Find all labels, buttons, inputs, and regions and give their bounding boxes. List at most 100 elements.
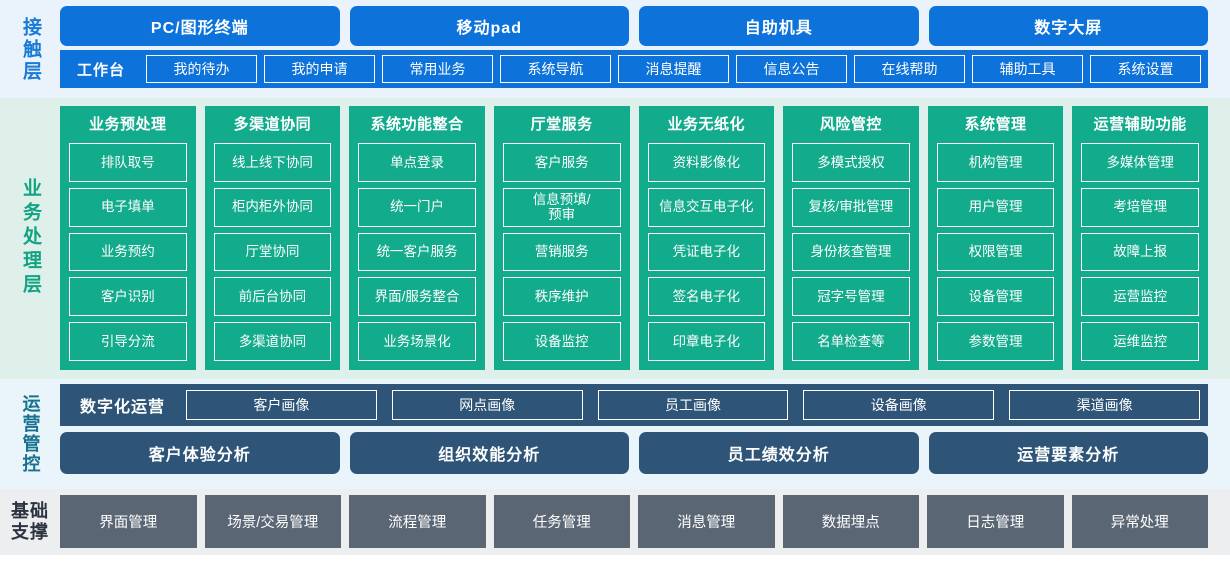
business-item[interactable]: 线上线下协同 [213,143,332,182]
channel-box-self-service[interactable]: 自助机具 [639,6,919,46]
foundation-item-log-management[interactable]: 日志管理 [927,495,1064,548]
business-item[interactable]: 名单检查等 [792,322,910,361]
business-item[interactable]: 权限管理 [936,232,1055,272]
business-item[interactable]: 统一门户 [358,187,476,227]
business-item[interactable]: 机构管理 [936,143,1055,182]
analysis-organizational-efficiency[interactable]: 组织效能分析 [349,432,629,474]
business-item[interactable]: 运营监控 [1081,277,1199,317]
channel-box-mobile-pad[interactable]: 移动pad [349,6,629,46]
business-item[interactable]: 资料影像化 [647,143,766,182]
business-item[interactable]: 统一客户服务 [358,232,476,272]
analysis-employee-performance[interactable]: 员工绩效分析 [639,432,919,474]
business-item[interactable]: 业务预约 [69,232,187,272]
foundation-item-task-management[interactable]: 任务管理 [493,495,630,548]
business-item[interactable]: 运维监控 [1081,322,1199,361]
portrait-branch[interactable]: 网点画像 [391,390,583,420]
foundation-item-process-management[interactable]: 流程管理 [349,495,486,548]
business-item[interactable]: 考培管理 [1081,187,1199,227]
workbench-item-auxiliary-tools[interactable]: 辅助工具 [972,55,1084,83]
business-item[interactable]: 界面/服务整合 [358,277,476,317]
business-layer-band: 业务处理层 业务预处理 排队取号 电子填单 业务预约 客户识别 引导分流 多渠道… [0,98,1230,379]
business-item[interactable]: 秩序维护 [502,277,621,317]
business-column-title: 运营辅助功能 [1093,116,1187,133]
business-layer-label-cell: 业务处理层 [0,106,60,370]
business-item[interactable]: 参数管理 [936,322,1055,361]
portrait-employee[interactable]: 员工画像 [597,390,789,420]
business-item[interactable]: 信息预填/ 预审 [502,187,621,227]
business-item[interactable]: 信息交互电子化 [647,187,766,227]
business-item[interactable]: 复核/审批管理 [792,187,910,227]
channel-box-pc[interactable]: PC/图形终端 [60,6,340,46]
business-column-title: 厅堂服务 [530,116,593,133]
contact-layer-label: 接触层 [19,16,41,83]
business-column-title: 系统功能整合 [370,116,464,133]
business-item[interactable]: 排队取号 [69,143,187,182]
foundation-layer-body: 界面管理 场景/交易管理 流程管理 任务管理 消息管理 数据埋点 日志管理 异常… [60,495,1230,548]
business-item[interactable]: 电子填单 [69,187,187,227]
digital-operations-title: 数字化运营 [80,399,166,416]
business-item[interactable]: 引导分流 [69,322,187,361]
foundation-item-ui-management[interactable]: 界面管理 [60,495,197,548]
business-item[interactable]: 客户识别 [69,277,187,317]
digital-operations-row: 数字化运营 客户画像 网点画像 员工画像 设备画像 渠道画像 [60,384,1208,426]
business-layer-body: 业务预处理 排队取号 电子填单 业务预约 客户识别 引导分流 多渠道协同 线上线… [60,106,1230,370]
business-item[interactable]: 多渠道协同 [213,322,332,361]
business-item[interactable]: 客户服务 [502,143,621,182]
business-item[interactable]: 身份核查管理 [792,232,910,272]
portrait-device[interactable]: 设备画像 [803,390,995,420]
workbench-item-my-application[interactable]: 我的申请 [264,55,376,83]
operations-layer-label-cell: 运营管控 [0,384,60,483]
business-item[interactable]: 冠字号管理 [792,277,910,317]
channel-box-digital-screen[interactable]: 数字大屏 [928,6,1208,46]
business-item[interactable]: 多媒体管理 [1081,143,1199,182]
business-layer-label: 业务处理层 [19,178,41,298]
portrait-customer[interactable]: 客户画像 [186,390,377,420]
workbench-item-information-bulletin[interactable]: 信息公告 [736,55,848,83]
workbench-item-system-settings[interactable]: 系统设置 [1090,55,1202,83]
business-column-title: 系统管理 [964,116,1027,133]
workbench-item-message-reminder[interactable]: 消息提醒 [618,55,730,83]
analysis-operation-factors[interactable]: 运营要素分析 [928,432,1208,474]
foundation-item-exception-handling[interactable]: 异常处理 [1071,495,1208,548]
business-item[interactable]: 多模式授权 [792,143,910,182]
workbench-title: 工作台 [77,61,126,79]
business-item[interactable]: 单点登录 [358,143,476,182]
business-column-paperless: 业务无纸化 资料影像化 信息交互电子化 凭证电子化 签名电子化 印章电子化 [638,106,775,370]
workbench-item-my-todo[interactable]: 我的待办 [146,55,258,83]
business-item[interactable]: 凭证电子化 [647,232,766,272]
foundation-item-message-management[interactable]: 消息管理 [638,495,775,548]
business-column-pre-processing: 业务预处理 排队取号 电子填单 业务预约 客户识别 引导分流 [60,106,196,370]
business-item[interactable]: 厅堂协同 [213,232,332,272]
foundation-item-scenario-transaction-management[interactable]: 场景/交易管理 [204,495,341,548]
business-item[interactable]: 前后台协同 [213,277,332,317]
business-column-operation-support: 运营辅助功能 多媒体管理 考培管理 故障上报 运营监控 运维监控 [1072,106,1208,370]
business-column-title: 业务预处理 [89,116,167,133]
business-item[interactable]: 用户管理 [936,187,1055,227]
business-column-multichannel: 多渠道协同 线上线下协同 柜内柜外协同 厅堂协同 前后台协同 多渠道协同 [204,106,341,370]
channel-row: PC/图形终端 移动pad 自助机具 数字大屏 [60,6,1208,46]
contact-layer-band: 接触层 PC/图形终端 移动pad 自助机具 数字大屏 工作台 我的待办 我的申… [0,0,1230,98]
business-column-title: 业务无纸化 [667,116,746,133]
business-item[interactable]: 故障上报 [1081,232,1199,272]
business-item[interactable]: 业务场景化 [358,322,476,361]
business-column-title: 多渠道协同 [233,116,312,133]
business-column-risk-control: 风险管控 多模式授权 复核/审批管理 身份核查管理 冠字号管理 名单检查等 [783,106,919,370]
analysis-customer-experience[interactable]: 客户体验分析 [60,432,340,474]
business-column-title: 风险管控 [819,116,882,133]
business-item[interactable]: 印章电子化 [647,322,766,361]
business-column-system-management: 系统管理 机构管理 用户管理 权限管理 设备管理 参数管理 [927,106,1064,370]
foundation-layer-label: 基础 支撑 [11,501,49,542]
workbench-item-common-business[interactable]: 常用业务 [382,55,494,83]
workbench-item-system-navigation[interactable]: 系统导航 [500,55,612,83]
portrait-channel[interactable]: 渠道画像 [1009,390,1200,420]
business-item[interactable]: 设备监控 [502,322,621,361]
operations-layer-body: 数字化运营 客户画像 网点画像 员工画像 设备画像 渠道画像 客户体验分析 组织… [60,384,1230,483]
business-item[interactable]: 营销服务 [502,232,621,272]
business-item[interactable]: 设备管理 [936,277,1055,317]
business-item[interactable]: 签名电子化 [647,277,766,317]
foundation-item-data-tracking[interactable]: 数据埋点 [782,495,919,548]
workbench-item-online-help[interactable]: 在线帮助 [854,55,966,83]
business-item[interactable]: 柜内柜外协同 [213,187,332,227]
workbench-row: 工作台 我的待办 我的申请 常用业务 系统导航 消息提醒 信息公告 在线帮助 辅… [60,50,1208,88]
